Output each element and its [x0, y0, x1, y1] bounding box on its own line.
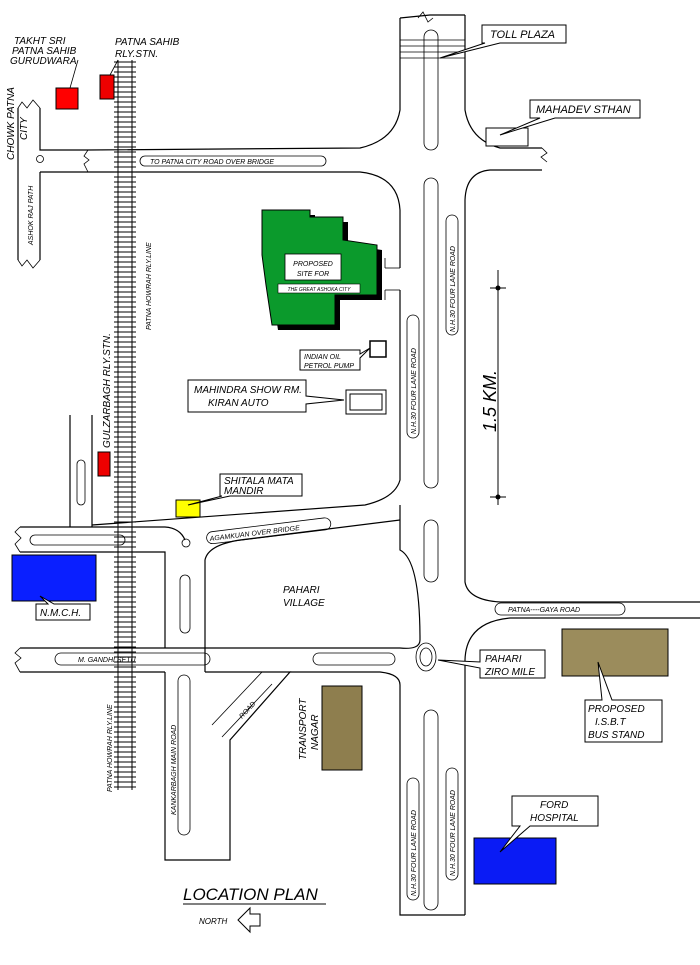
distance-marker: 1.5 KM.: [480, 270, 506, 505]
ziro-mile-callout: PAHARI ZIRO MILE: [437, 649, 546, 679]
svg-text:N.M.C.H.: N.M.C.H.: [40, 608, 81, 619]
svg-text:TAKHT SRI: TAKHT SRI: [14, 36, 66, 47]
svg-text:KIRAN AUTO: KIRAN AUTO: [208, 398, 269, 409]
transport-nagar-label-2: NAGAR: [310, 714, 321, 750]
svg-text:RLY.STN.: RLY.STN.: [115, 49, 158, 60]
svg-text:TOLL PLAZA: TOLL PLAZA: [490, 29, 555, 41]
svg-text:TO PATNA CITY ROAD OVER BRIDGE: TO PATNA CITY ROAD OVER BRIDGE: [150, 159, 274, 166]
nh30-south-label-2: N.H.30 FOUR LANE ROAD: [445, 767, 459, 881]
svg-text:PATNA SAHIB: PATNA SAHIB: [12, 46, 77, 57]
svg-text:PATNA SAHIB: PATNA SAHIB: [115, 37, 180, 48]
svg-text:HOSPITAL: HOSPITAL: [530, 813, 579, 824]
pahari-village-label-1: PAHARI: [283, 585, 320, 596]
gurudwara-label: TAKHT SRI PATNA SAHIB GURUDWARA: [10, 36, 79, 89]
patna-sahib-station-label: PATNA SAHIB RLY.STN.: [109, 37, 180, 76]
svg-text:MAHINDRA SHOW RM.: MAHINDRA SHOW RM.: [194, 385, 302, 396]
great-ashoka-label: THE GREAT ASHOKA CITY: [288, 287, 352, 293]
mahindra-marker: [345, 389, 387, 415]
svg-text:N.H.30 FOUR LANE ROAD: N.H.30 FOUR LANE ROAD: [411, 348, 418, 434]
gurudwara-marker: [55, 87, 79, 110]
proposed-site-line2: SITE FOR: [297, 271, 329, 278]
mahadev-sthan-marker: [485, 127, 529, 147]
svg-text:PAHARI: PAHARI: [485, 654, 522, 665]
svg-text:MANDIR: MANDIR: [224, 486, 263, 497]
mahadev-callout: MAHADEV STHAN: [499, 99, 641, 136]
nh30-south-label-1: N.H.30 FOUR LANE ROAD: [406, 777, 420, 901]
ford-callout: FORD HOSPITAL: [499, 795, 599, 853]
toll-plaza-callout: TOLL PLAZA: [439, 24, 567, 59]
howrah-line-bottom-label: PATNA HOWRAH RLY.LINE: [107, 704, 114, 792]
nh30-north-label-2: N.H.30 FOUR LANE ROAD: [406, 314, 420, 439]
nh30-north-label-1: N.H.30 FOUR LANE ROAD: [445, 214, 459, 336]
transport-nagar-label-1: TRANSPORT: [298, 698, 309, 760]
howrah-line-top-label: PATNA HOWRAH RLY.LINE: [146, 242, 153, 330]
distance-label: 1.5 KM.: [480, 370, 500, 432]
road-network: [14, 11, 700, 916]
proposed-site: PROPOSED SITE FOR THE GREAT ASHOKA CITY: [261, 209, 382, 330]
svg-text:GURUDWARA: GURUDWARA: [10, 56, 77, 67]
svg-text:PROPOSED: PROPOSED: [588, 704, 645, 715]
chowk-patna-city-label: CHOWK PATNA: [6, 87, 17, 160]
nmch-callout: N.M.C.H.: [35, 595, 91, 621]
proposed-site-line1: PROPOSED: [293, 261, 333, 268]
chowk-patna-city-label-2: CITY: [19, 116, 30, 140]
north-arrow: NORTH: [199, 906, 261, 934]
mahindra-callout: MAHINDRA SHOW RM. KIRAN AUTO: [187, 379, 345, 413]
isbt-site: [561, 628, 669, 677]
svg-text:I.S.B.T: I.S.B.T: [595, 717, 626, 728]
indian-oil-callout: INDIAN OIL PETROL PUMP: [299, 347, 371, 371]
gulzarbagh-station-marker: [97, 451, 111, 477]
svg-text:N.H.30 FOUR LANE ROAD: N.H.30 FOUR LANE ROAD: [411, 810, 418, 896]
petrol-pump-marker: [369, 340, 387, 358]
overbridge-road-label: TO PATNA CITY ROAD OVER BRIDGE: [139, 155, 327, 167]
shitala-callout: SHITALA MATA MANDIR: [187, 473, 303, 506]
svg-text:PETROL PUMP: PETROL PUMP: [304, 363, 354, 370]
ashok-raj-path-label: ASHOK RAJ PATH: [28, 185, 35, 246]
location-plan-title: LOCATION PLAN: [183, 885, 318, 904]
svg-text:N.H.30 FOUR LANE ROAD: N.H.30 FOUR LANE ROAD: [450, 246, 457, 332]
svg-text:INDIAN OIL: INDIAN OIL: [304, 354, 341, 361]
kankarbagh-label: KANKARBAGH MAIN ROAD: [171, 725, 178, 815]
patna-gaya-road-label: PATNA----GAYA ROAD: [508, 607, 580, 614]
gulzarbagh-label: GULZARBAGH RLY.STN.: [102, 333, 113, 448]
gandhi-setu-label: M. GANDHI SETU: [78, 657, 137, 664]
ford-hospital-building: [473, 837, 557, 885]
patna-sahib-station-marker: [99, 74, 115, 100]
isbt-callout: PROPOSED I.S.B.T BUS STAND: [584, 661, 663, 743]
svg-text:FORD: FORD: [540, 800, 568, 811]
nmch-building: [11, 554, 97, 602]
svg-text:ZIRO MILE: ZIRO MILE: [484, 667, 535, 678]
svg-text:N.H.30 FOUR LANE ROAD: N.H.30 FOUR LANE ROAD: [450, 790, 457, 876]
shitala-mandir-marker: [175, 499, 201, 518]
svg-text:MAHADEV STHAN: MAHADEV STHAN: [536, 104, 631, 116]
svg-text:SHITALA MATA: SHITALA MATA: [224, 476, 294, 487]
pahari-village-label-2: VILLAGE: [283, 598, 325, 609]
north-label: NORTH: [199, 917, 228, 926]
svg-text:BUS STAND: BUS STAND: [588, 730, 645, 741]
railway-line: [114, 60, 136, 790]
transport-nagar-site: [321, 685, 363, 771]
